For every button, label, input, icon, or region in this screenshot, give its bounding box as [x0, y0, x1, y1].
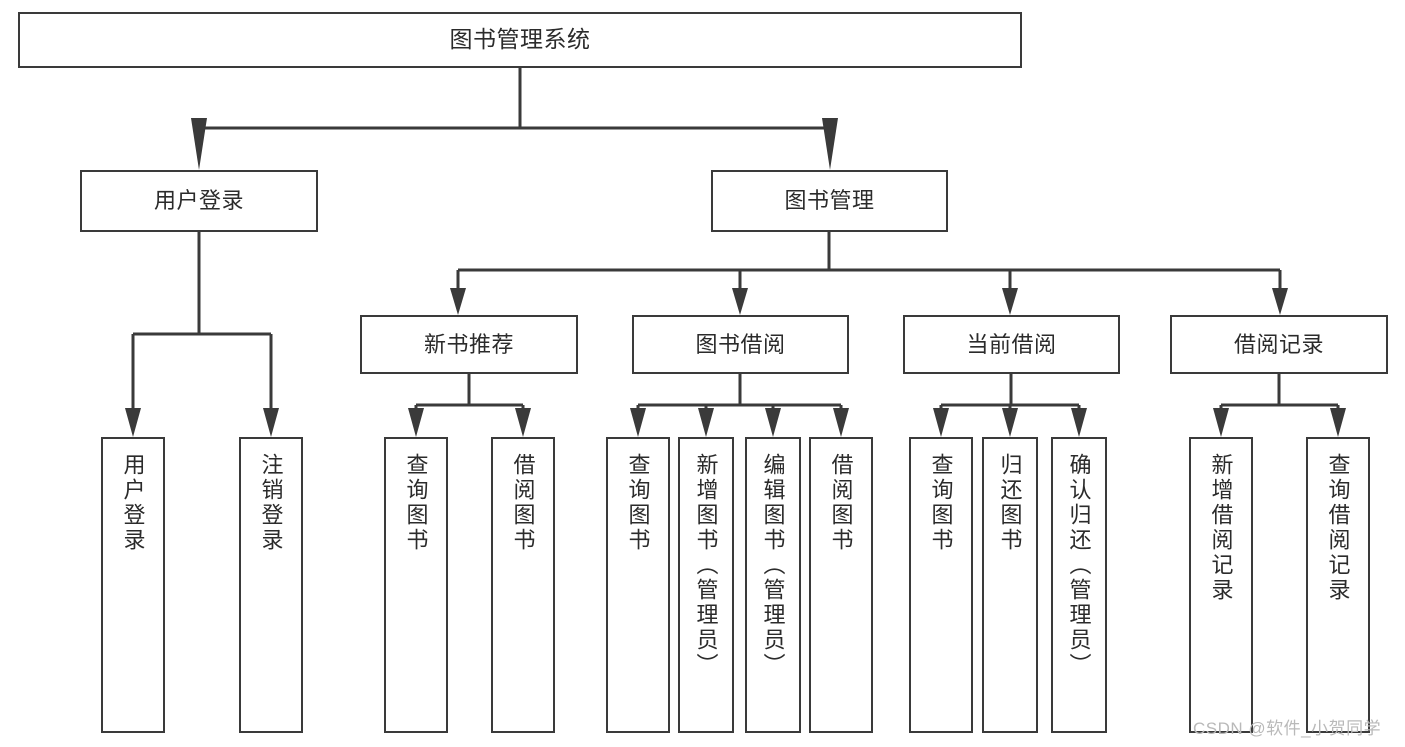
node-leaf-add-record-label: 新增借阅记录 [1208, 453, 1234, 603]
node-leaf-query-book-2-label: 查询图书 [625, 453, 651, 553]
node-current-borrow-label: 当前借阅 [966, 331, 1057, 357]
node-new-book-recommend-label: 新书推荐 [423, 331, 514, 357]
node-leaf-logout-login-label: 注销登录 [258, 453, 284, 553]
node-leaf-logout-login[interactable]: 注销登录 [239, 437, 303, 733]
node-user-login[interactable]: 用户登录 [80, 170, 318, 232]
node-leaf-return-book-label: 归还图书 [997, 453, 1023, 553]
node-book-borrow-label: 图书借阅 [695, 331, 786, 357]
node-leaf-query-book-3[interactable]: 查询图书 [909, 437, 973, 733]
node-borrow-record[interactable]: 借阅记录 [1170, 315, 1388, 374]
node-leaf-query-record-label: 查询借阅记录 [1325, 453, 1351, 603]
node-current-borrow[interactable]: 当前借阅 [903, 315, 1120, 374]
node-leaf-borrow-book-1[interactable]: 借阅图书 [491, 437, 555, 733]
node-leaf-query-book-1-label: 查询图书 [403, 453, 429, 553]
node-leaf-borrow-book-1-label: 借阅图书 [510, 453, 536, 553]
node-book-management[interactable]: 图书管理 [711, 170, 948, 232]
node-book-borrow[interactable]: 图书借阅 [632, 315, 849, 374]
node-new-book-recommend[interactable]: 新书推荐 [360, 315, 578, 374]
node-leaf-borrow-book-2[interactable]: 借阅图书 [809, 437, 873, 733]
node-leaf-query-book-2[interactable]: 查询图书 [606, 437, 670, 733]
node-root-system[interactable]: 图书管理系统 [18, 12, 1022, 68]
node-book-management-label: 图书管理 [784, 188, 875, 214]
node-leaf-borrow-book-2-label: 借阅图书 [828, 453, 854, 553]
node-leaf-confirm-return[interactable]: 确认归还（管理员） [1051, 437, 1107, 733]
node-leaf-query-book-3-label: 查询图书 [928, 453, 954, 553]
node-leaf-confirm-return-label: 确认归还（管理员） [1066, 453, 1092, 678]
node-leaf-query-record[interactable]: 查询借阅记录 [1306, 437, 1370, 733]
node-borrow-record-label: 借阅记录 [1233, 331, 1324, 357]
node-leaf-add-record[interactable]: 新增借阅记录 [1189, 437, 1253, 733]
node-leaf-query-book-1[interactable]: 查询图书 [384, 437, 448, 733]
node-leaf-add-book[interactable]: 新增图书（管理员） [678, 437, 734, 733]
node-user-login-label: 用户登录 [153, 188, 244, 214]
node-leaf-edit-book-label: 编辑图书（管理员） [760, 453, 786, 678]
node-leaf-edit-book[interactable]: 编辑图书（管理员） [745, 437, 801, 733]
arrowheads [125, 118, 1346, 437]
node-leaf-add-book-label: 新增图书（管理员） [693, 453, 719, 678]
node-leaf-return-book[interactable]: 归还图书 [982, 437, 1038, 733]
node-leaf-user-login-label: 用户登录 [120, 453, 146, 553]
node-leaf-user-login[interactable]: 用户登录 [101, 437, 165, 733]
node-root-system-label: 图书管理系统 [449, 26, 591, 53]
watermark-csdn: CSDN @软件_小贺同学 [1193, 719, 1382, 738]
